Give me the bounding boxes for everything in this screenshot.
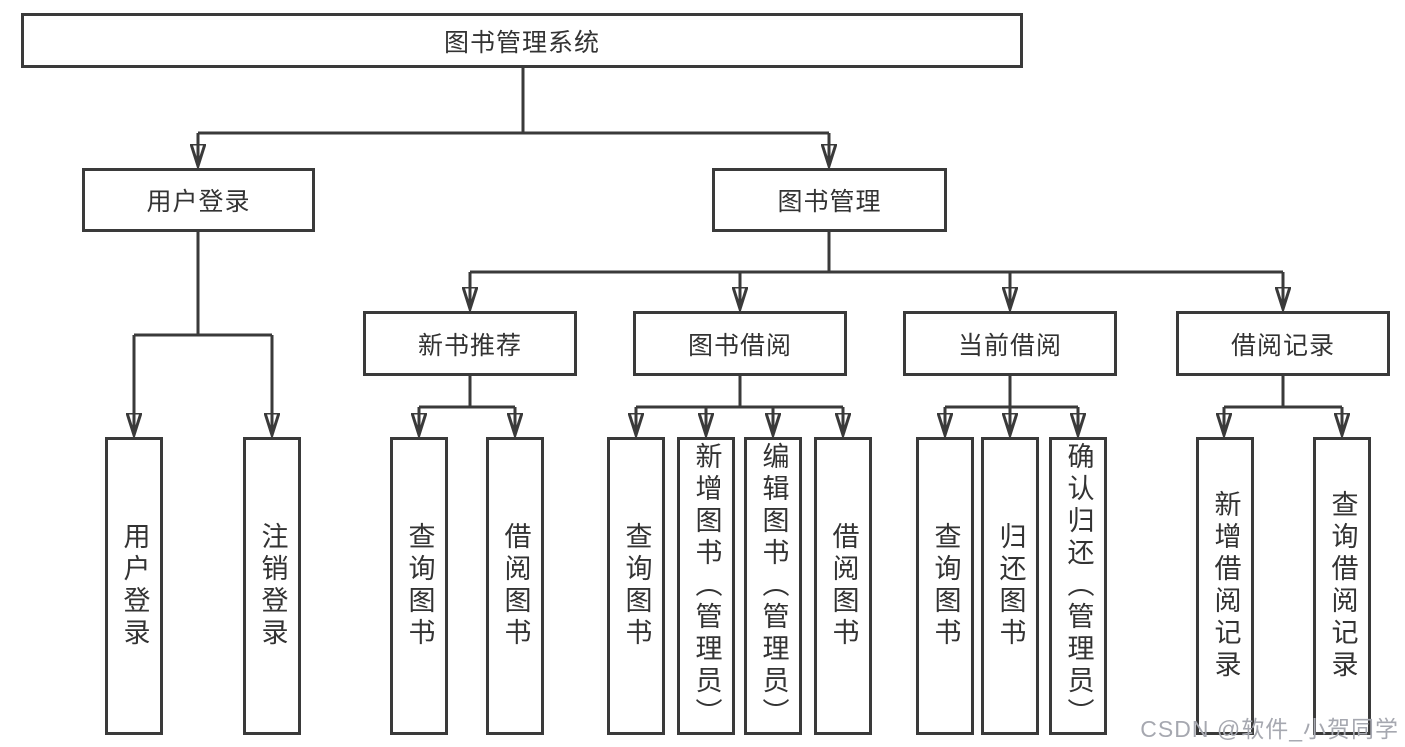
node-label: 图书管理	[777, 188, 882, 216]
leaf-borrow-books: 借阅图书	[814, 437, 872, 735]
leaf-label: 借阅图书	[500, 522, 531, 650]
node-new-book-recommend: 新书推荐	[363, 311, 577, 376]
csdn-watermark: CSDN @软件_小贺同学	[1140, 716, 1399, 742]
node-current-borrow: 当前借阅	[903, 311, 1117, 376]
leaf-label: 查询图书	[621, 522, 652, 650]
node-label: 图书借阅	[687, 331, 792, 360]
leaf-logout: 注销登录	[243, 437, 301, 735]
leaf-edit-books-admin: 编辑图书（管理员）	[744, 437, 802, 735]
leaf-label: 注销登录	[257, 522, 288, 650]
node-label: 借阅记录	[1230, 331, 1335, 360]
node-library-management-system: 图书管理系统	[21, 13, 1023, 68]
leaf-query-books-current: 查询图书	[916, 437, 974, 735]
leaf-label: 借阅图书	[828, 522, 859, 650]
leaf-label: 归还图书	[995, 522, 1026, 650]
leaf-query-books-borrow: 查询图书	[607, 437, 665, 735]
leaf-borrow-books-recommend: 借阅图书	[486, 437, 544, 735]
node-borrow-record: 借阅记录	[1176, 311, 1390, 376]
leaf-label: 查询图书	[930, 522, 961, 650]
node-user-login: 用户登录	[82, 168, 315, 232]
node-label: 新书推荐	[417, 331, 522, 360]
leaf-label: 新增图书（管理员）	[691, 442, 722, 730]
leaf-label: 新增借阅记录	[1210, 490, 1241, 682]
leaf-label: 查询图书	[404, 522, 435, 650]
leaf-label: 编辑图书（管理员）	[758, 442, 789, 730]
node-book-management: 图书管理	[712, 168, 947, 232]
node-book-borrow: 图书借阅	[633, 311, 847, 376]
node-label: 用户登录	[146, 188, 251, 216]
leaf-return-books: 归还图书	[981, 437, 1039, 735]
leaf-add-borrow-record: 新增借阅记录	[1196, 437, 1254, 735]
leaf-confirm-return-admin: 确认归还（管理员）	[1049, 437, 1107, 735]
leaf-add-books-admin: 新增图书（管理员）	[677, 437, 735, 735]
leaf-query-books-recommend: 查询图书	[390, 437, 448, 735]
leaf-label: 用户登录	[119, 522, 150, 650]
leaf-user-login: 用户登录	[105, 437, 163, 735]
leaf-label: 确认归还（管理员）	[1063, 442, 1094, 730]
leaf-label: 查询借阅记录	[1327, 490, 1358, 682]
node-label: 当前借阅	[957, 331, 1062, 360]
node-label: 图书管理系统	[443, 28, 600, 57]
leaf-query-borrow-record: 查询借阅记录	[1313, 437, 1371, 735]
